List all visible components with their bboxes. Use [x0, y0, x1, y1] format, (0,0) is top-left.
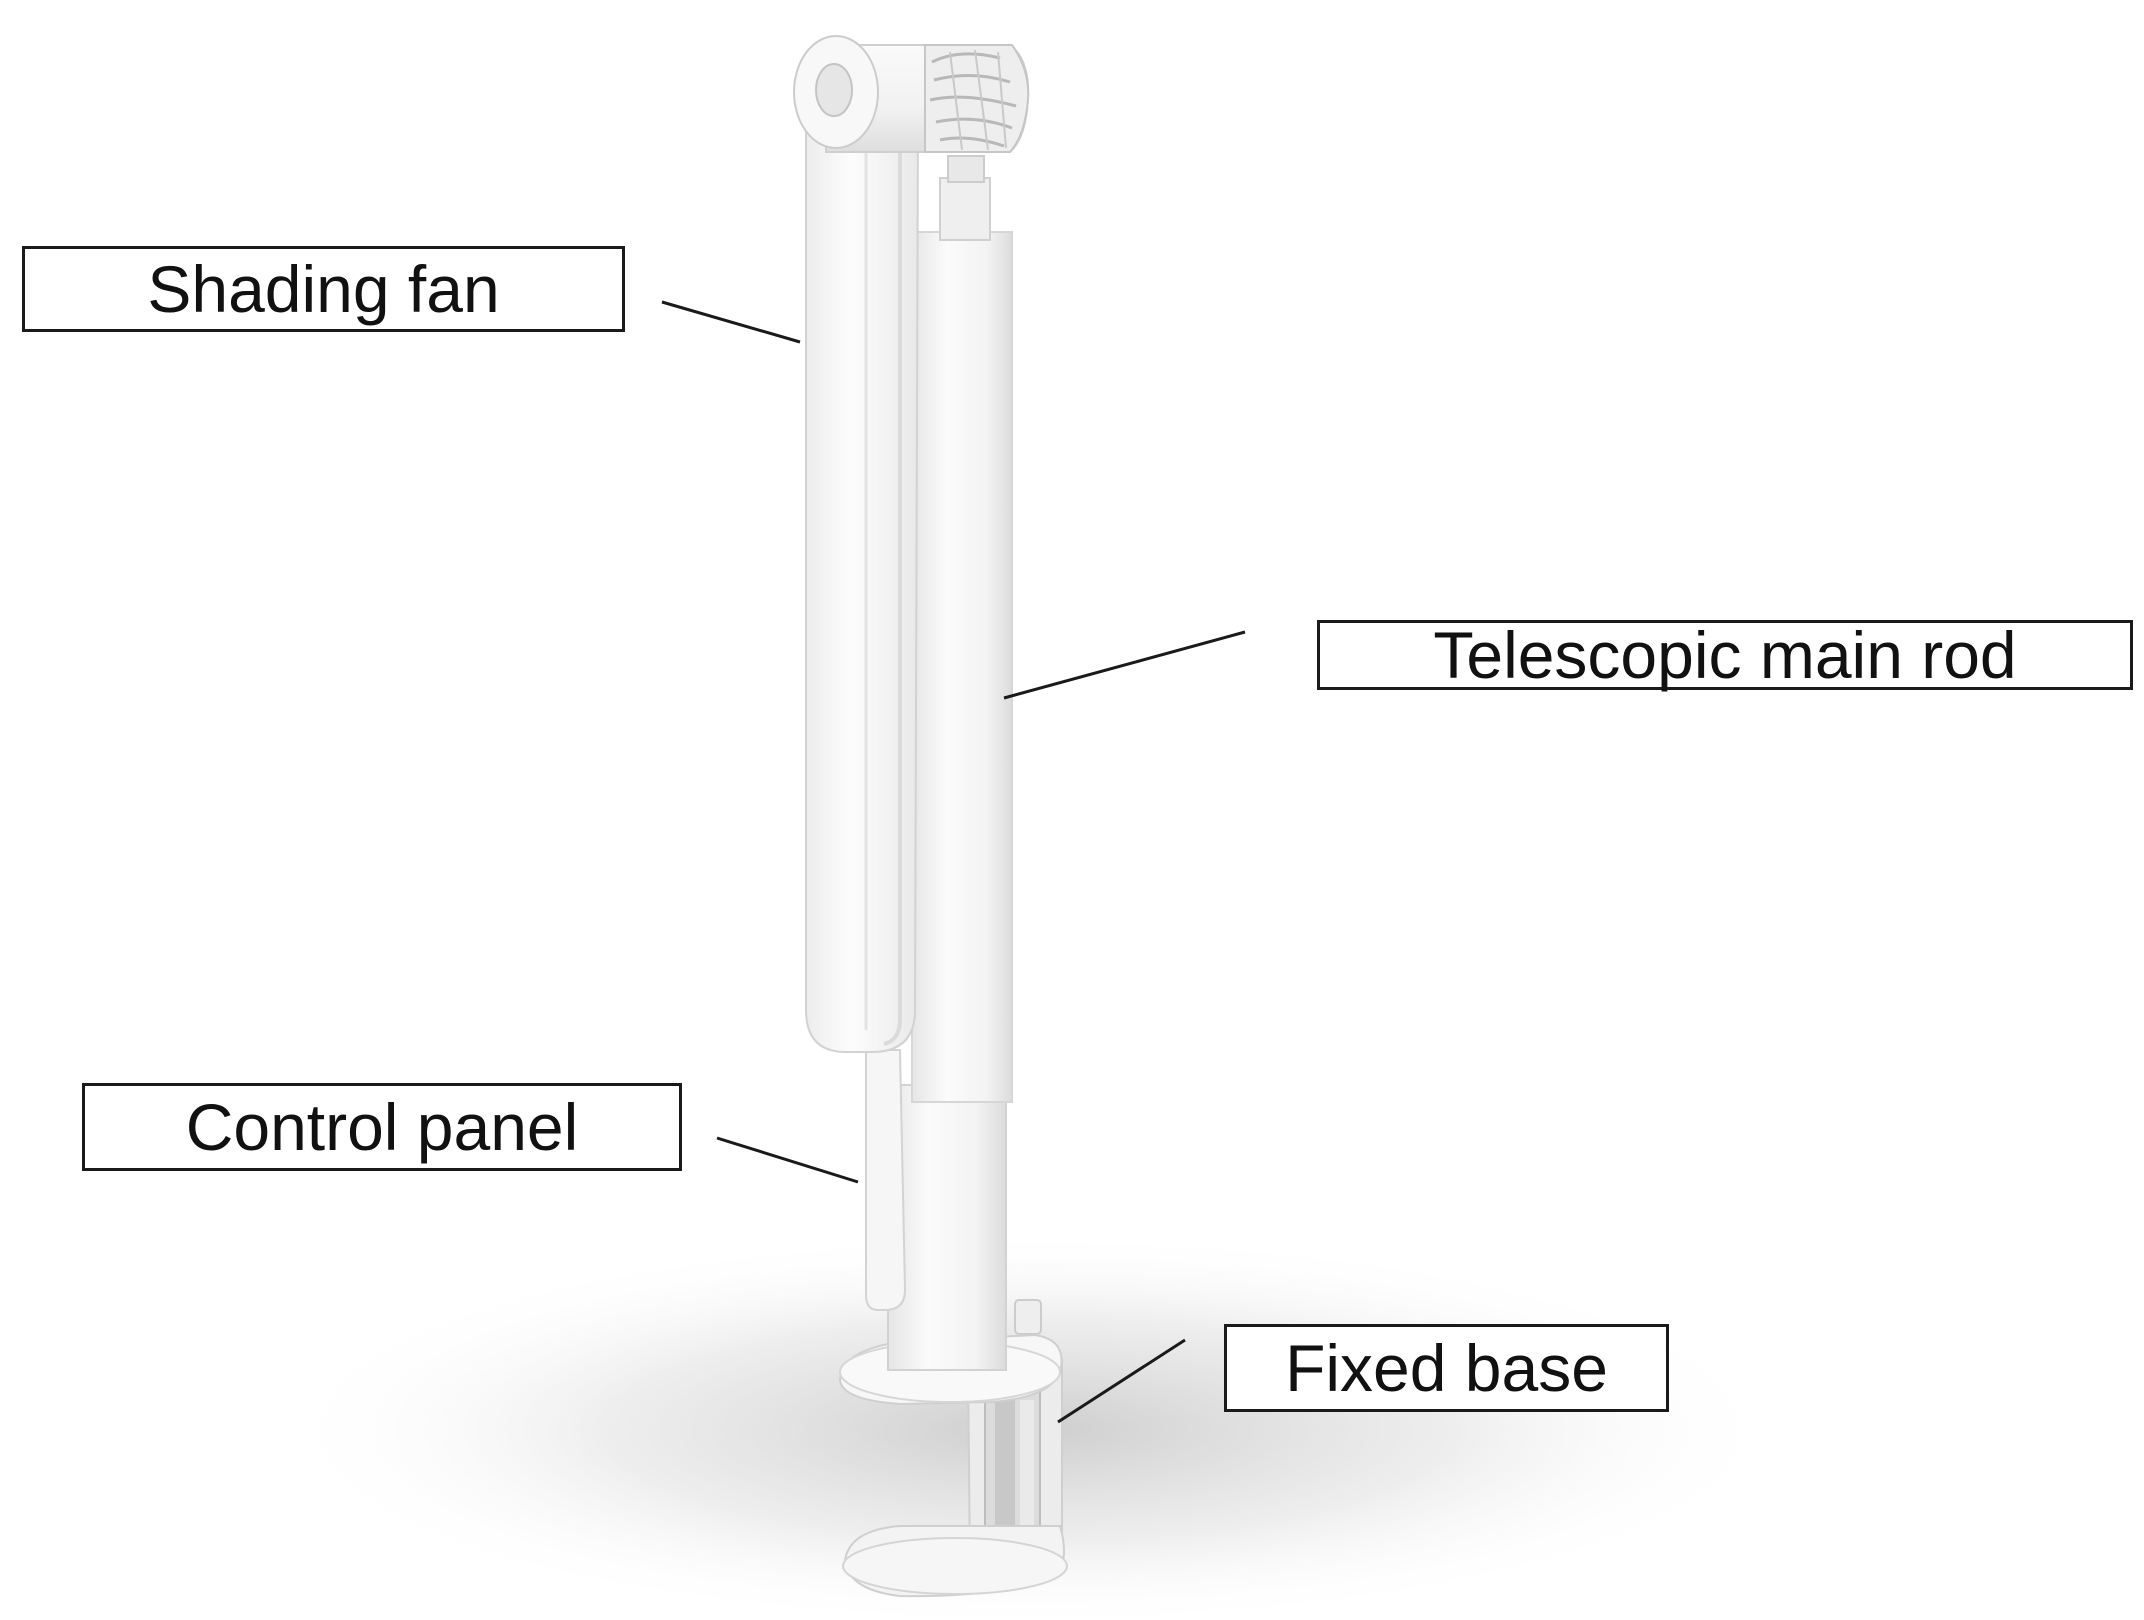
label-shading-fan: Shading fan	[22, 246, 625, 332]
label-fixed-base: Fixed base	[1224, 1324, 1669, 1412]
leader-line-telescopic-main-rod	[1003, 630, 1246, 700]
label-control-panel: Control panel	[82, 1083, 682, 1171]
leader-line-shading-fan	[661, 300, 801, 344]
control-panel-body	[865, 1049, 907, 1311]
shading-fan-blade	[805, 87, 920, 1053]
telescopic-main-rod	[887, 155, 1013, 1371]
leader-line-fixed-base	[1057, 1338, 1186, 1424]
leader-line-control-panel	[716, 1136, 859, 1184]
label-telescopic-main-rod: Telescopic main rod	[1317, 620, 2133, 690]
fan-head	[793, 35, 1030, 153]
